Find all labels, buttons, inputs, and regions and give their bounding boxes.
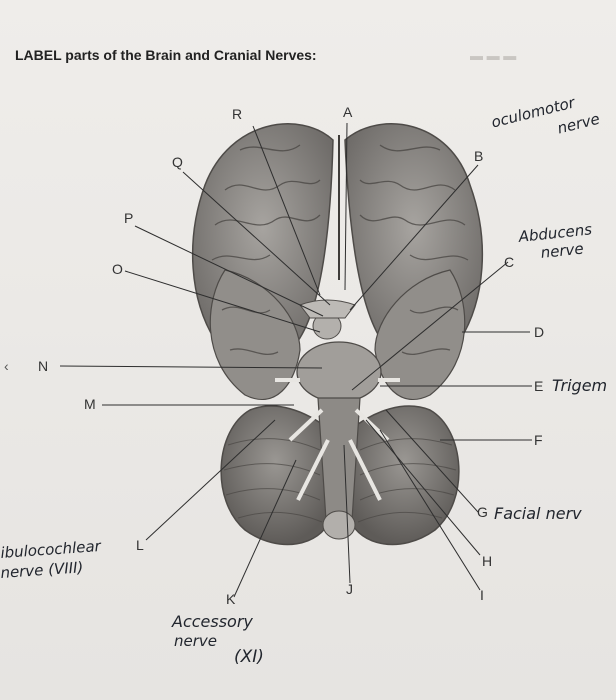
bleed-through-mark: ▬ ▬ ▬ [470, 48, 517, 63]
label-k: K [226, 591, 236, 607]
cerebellum [220, 405, 460, 546]
gyri-texture [211, 144, 469, 356]
label-b: B [474, 148, 484, 164]
label-o: O [112, 261, 123, 277]
label-q: Q [172, 154, 183, 170]
label-j: J [346, 581, 353, 597]
worksheet-title: LABEL parts of the Brain and Cranial Ner… [15, 47, 317, 63]
answer-facial: Facial nerv [494, 504, 582, 523]
label-g: G [477, 504, 488, 520]
label-n: N [38, 358, 49, 374]
answer-accessory-line3: (XI) [234, 647, 264, 667]
label-m: M [84, 396, 96, 412]
pons [296, 341, 382, 403]
label-r: R [232, 106, 243, 122]
spinal-cord [322, 510, 356, 540]
label-p: P [124, 210, 134, 226]
label-e: E [534, 378, 544, 394]
answer-abducens-line2: nerve [539, 239, 585, 262]
optic-chiasm [299, 299, 356, 319]
left-edge-arrow-icon: ‹ [4, 358, 9, 374]
label-c: C [504, 254, 515, 270]
leader-lines [59, 122, 532, 598]
answer-trigeminal: Trigem [552, 376, 608, 395]
medulla [317, 397, 361, 521]
label-i: I [480, 587, 484, 603]
label-d: D [534, 324, 545, 340]
label-f: F [534, 432, 543, 448]
answer-accessory-line2: nerve [174, 632, 218, 650]
label-a: A [343, 104, 353, 120]
label-l: L [136, 537, 144, 553]
answer-accessory-line1: Accessory [172, 612, 253, 631]
cranial-nerves [275, 378, 400, 501]
label-h: H [482, 553, 493, 569]
